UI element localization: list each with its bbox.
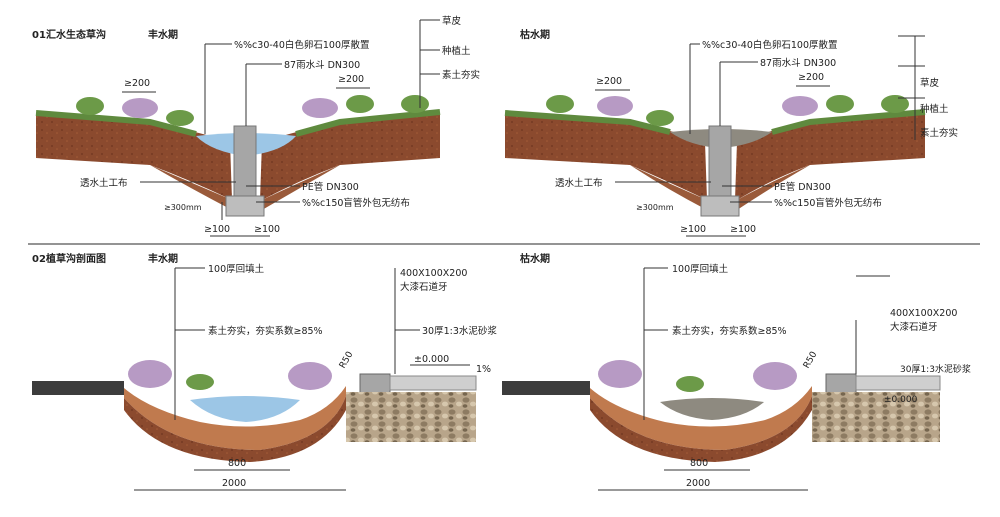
label-drain: 87雨水斗 DN300 — [284, 59, 360, 71]
plants — [76, 95, 429, 126]
label-pe-pipe: PE管 DN300 — [774, 181, 831, 193]
label-blind-pipe: %%c150盲管外包无纺布 — [774, 197, 882, 209]
label-grass: 草皮 — [442, 15, 462, 27]
label-dim200b: ≥200 — [798, 72, 824, 83]
section1-title: 汇水生态草沟 — [46, 28, 106, 41]
label-dim100b: ≥100 — [730, 224, 756, 235]
label-width-2000: 2000 — [686, 478, 710, 489]
swale-base — [590, 396, 812, 462]
drain-footing — [700, 195, 740, 217]
existing-ground — [502, 381, 590, 395]
label-curb-type: 大漆石道牙 — [890, 321, 938, 333]
water-surface — [190, 396, 300, 422]
plants — [128, 360, 332, 390]
section2-dry — [502, 360, 941, 462]
label-dim100a: ≥100 — [680, 224, 706, 235]
leader-lines-section2 — [134, 267, 890, 491]
plants — [598, 360, 797, 392]
section2-number: 02 — [32, 254, 46, 265]
label-backfill: 100厚回填土 — [208, 263, 265, 275]
section1-dry — [504, 95, 926, 217]
label-r50: R50 — [802, 350, 820, 371]
label-compact: 素土夯实，夯实系数≥85% — [672, 325, 787, 337]
pavement — [855, 375, 941, 391]
soil-layer — [505, 112, 925, 200]
label-dim200a: ≥200 — [124, 78, 150, 89]
pebble-bed — [660, 398, 764, 420]
gravel-base — [346, 392, 476, 442]
label-grass: 草皮 — [920, 77, 940, 89]
label-dim200a: ≥200 — [596, 76, 622, 87]
section1-dry-label: 枯水期 — [520, 28, 550, 41]
drain-column — [233, 125, 257, 207]
gravel-base — [812, 392, 940, 442]
swale-base — [124, 396, 346, 462]
label-curb-size: 400X100X200 — [890, 308, 957, 319]
label-backfill: 100厚回填土 — [672, 263, 729, 275]
label-width-800: 800 — [690, 458, 708, 469]
label-width-800: 800 — [228, 458, 246, 469]
pavement — [389, 375, 477, 391]
label-width-2000: 2000 — [222, 478, 246, 489]
section1-number: 01 — [32, 30, 46, 41]
label-dim100b: ≥100 — [254, 224, 280, 235]
label-dim100a: ≥100 — [204, 224, 230, 235]
label-curb-type: 大漆石道牙 — [400, 281, 448, 293]
label-pebble: %%c30-40白色卵石100厚散置 — [234, 39, 370, 51]
section2-title: 植草沟剖面图 — [45, 252, 106, 265]
leader-lines-section1 — [122, 19, 925, 237]
plants — [546, 95, 909, 126]
grass-strip — [35, 109, 441, 137]
label-dim200b: ≥200 — [338, 74, 364, 85]
label-dim300: ≥300mm — [636, 203, 674, 212]
swale-soil — [124, 386, 346, 450]
existing-ground — [32, 381, 124, 395]
label-geotextile: 透水土工布 — [555, 177, 603, 189]
section2-wet-label: 丰水期 — [148, 252, 178, 265]
label-dim300: ≥300mm — [164, 203, 202, 212]
label-drain: 87雨水斗 DN300 — [760, 57, 836, 69]
label-blind-pipe: %%c150盲管外包无纺布 — [302, 197, 410, 209]
drain-footing — [225, 195, 265, 217]
swale-soil — [590, 386, 812, 450]
label-elevation: ±0.000 — [884, 395, 918, 405]
drain-column — [708, 125, 732, 207]
label-mortar: 30厚1:3水泥砂浆 — [422, 325, 497, 337]
label-mortar: 30厚1:3水泥砂浆 — [900, 363, 971, 375]
section1-wet-label: 丰水期 — [148, 28, 178, 41]
label-pebble: %%c30-40白色卵石100厚散置 — [702, 39, 838, 51]
section2-wet — [32, 360, 477, 462]
label-r50: R50 — [338, 350, 356, 371]
label-planting-soil: 种植土 — [442, 45, 471, 57]
label-elevation: ±0.000 — [414, 354, 449, 365]
label-planting-soil: 种植土 — [920, 103, 949, 115]
label-compact-soil: 素土夯实 — [920, 127, 958, 139]
label-geotextile: 透水土工布 — [80, 177, 128, 189]
label-compact: 素土夯实，夯实系数≥85% — [208, 325, 323, 337]
label-slope: 1% — [476, 364, 491, 375]
soil-layer — [36, 112, 440, 200]
section2-dry-label: 枯水期 — [520, 252, 550, 265]
label-curb-size: 400X100X200 — [400, 268, 467, 279]
label-compact-soil: 素土夯实 — [442, 69, 480, 81]
grass-strip — [504, 109, 926, 135]
label-pe-pipe: PE管 DN300 — [302, 181, 359, 193]
section1-wet — [35, 95, 441, 217]
